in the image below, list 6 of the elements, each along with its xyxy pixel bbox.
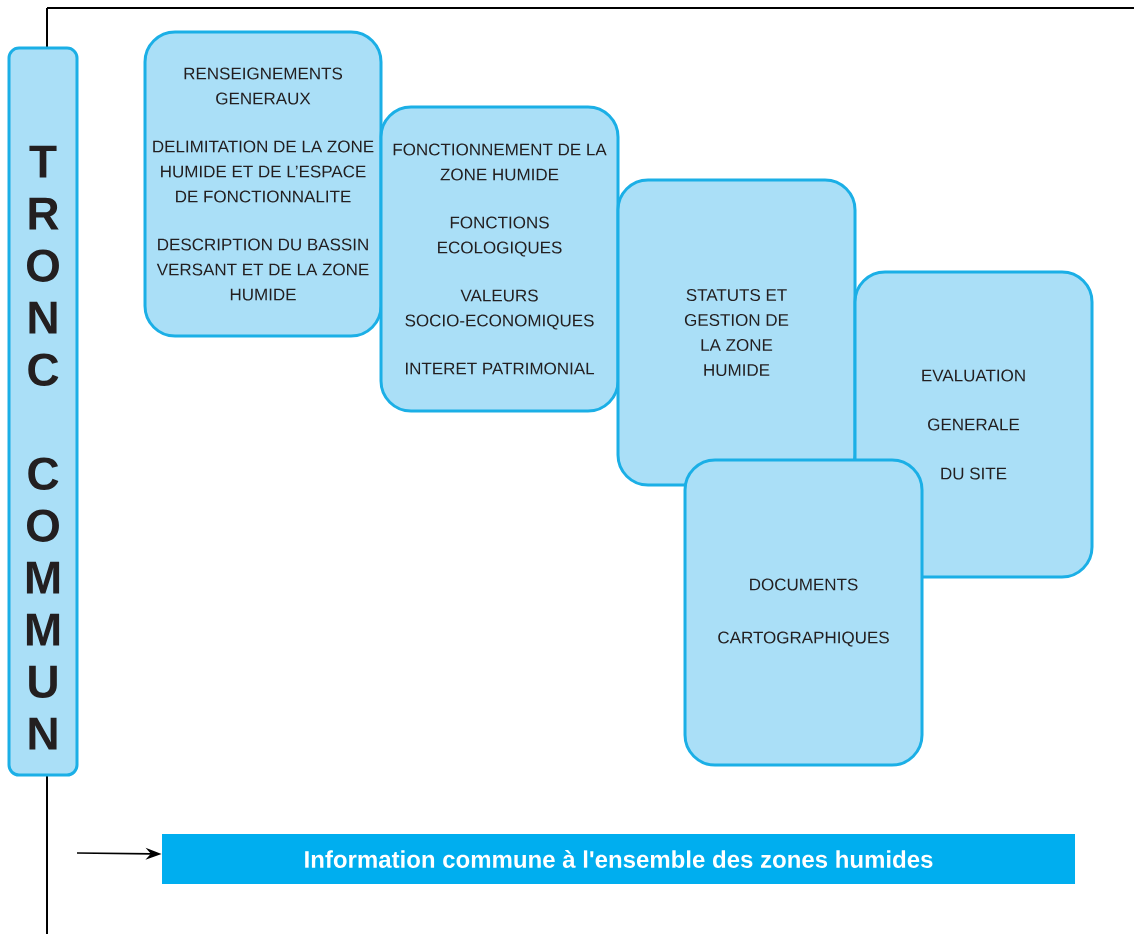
rounded-box: DOCUMENTS CARTOGRAPHIQUES	[683, 458, 924, 767]
rounded-box: STATUTS ET GESTION DE LA ZONE HUMIDE	[616, 178, 857, 487]
rounded-box: RENSEIGNEMENTS GENERAUX DELIMITATION DE LA ZONE HUMIDE ET DE L’ESPACE DE FONCTIONNALITE DESCRIPTION DU BASSIN VERSANT ET DE LA ZONE HUMIDE	[143, 30, 383, 338]
side-banner: TRONC COMMUN	[7, 46, 79, 777]
banner-bar: Information commune à l'ensemble des zones humides	[162, 834, 1075, 884]
rounded-box: FONCTIONNEMENT DE LA ZONE HUMIDE FONCTIONS ECOLOGIQUES VALEURS SOCIO-ECONOMIQUES INTERET PATRIMONIAL	[379, 105, 620, 413]
